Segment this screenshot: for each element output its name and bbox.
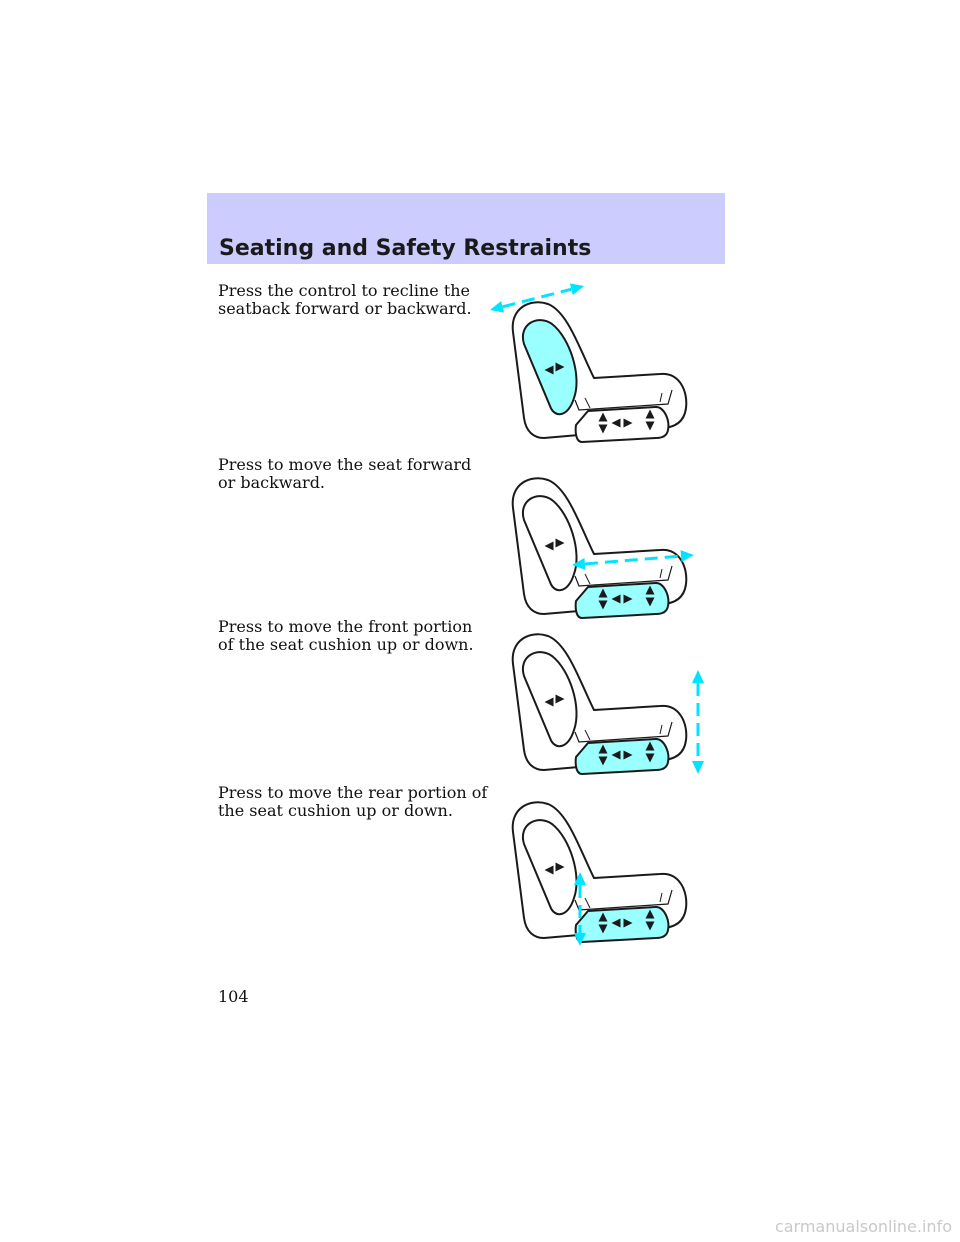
cushion-crease-left bbox=[584, 897, 591, 909]
page-number: 104 bbox=[218, 987, 249, 1006]
cushion-crease-right bbox=[659, 724, 663, 735]
rear-vertical-motion-arrow-head-end bbox=[574, 933, 586, 946]
fore-aft-right-arrow-icon bbox=[623, 918, 633, 928]
rear-down-arrow-icon bbox=[645, 597, 655, 607]
recline-motion-arrow-line bbox=[502, 287, 572, 309]
cushion-crease-right bbox=[659, 892, 663, 903]
fore-aft-left-arrow-icon bbox=[611, 418, 621, 428]
cushion-top-edge bbox=[574, 721, 673, 743]
rear-down-arrow-icon bbox=[645, 921, 655, 931]
front-down-arrow-icon bbox=[598, 756, 608, 766]
fore-aft-left-arrow-icon bbox=[611, 918, 621, 928]
front-up-arrow-icon bbox=[598, 912, 608, 922]
rear-down-arrow-icon bbox=[645, 421, 655, 431]
front-vertical-motion-arrow-head-start bbox=[692, 670, 704, 683]
seat-diagram-fore-aft bbox=[511, 477, 694, 619]
seatback-panel bbox=[521, 819, 578, 916]
recline-left-arrow-icon bbox=[544, 541, 554, 551]
seat-diagram-rear-vertical bbox=[511, 801, 688, 946]
recline-right-arrow-icon bbox=[555, 538, 565, 548]
recline-right-arrow-icon bbox=[555, 694, 565, 704]
seat-diagram-recline bbox=[490, 283, 688, 443]
front-up-arrow-icon bbox=[598, 588, 608, 598]
recline-motion-arrow-head-start bbox=[490, 300, 505, 313]
front-down-arrow-icon bbox=[598, 924, 608, 934]
cushion-top-edge bbox=[574, 389, 673, 411]
front-up-arrow-icon bbox=[598, 744, 608, 754]
recline-left-arrow-icon bbox=[544, 365, 554, 375]
front-down-arrow-icon bbox=[598, 424, 608, 434]
rear-up-arrow-icon bbox=[645, 741, 655, 751]
fore-aft-motion-arrow-head-end bbox=[680, 550, 694, 563]
recline-right-arrow-icon bbox=[555, 862, 565, 872]
instruction-recline: Press the control to recline the seatbac… bbox=[218, 281, 472, 318]
section-header-band: Seating and Safety Restraints bbox=[207, 193, 725, 264]
cushion-control-panel bbox=[574, 582, 670, 619]
cushion-crease-right bbox=[659, 568, 663, 579]
fore-aft-right-arrow-icon bbox=[623, 750, 633, 760]
recline-right-arrow-icon bbox=[555, 362, 565, 372]
cushion-top-edge bbox=[574, 565, 673, 587]
cushion-crease-left bbox=[584, 729, 591, 741]
cushion-control-panel bbox=[574, 406, 670, 443]
recline-left-arrow-icon bbox=[544, 865, 554, 875]
rear-down-arrow-icon bbox=[645, 753, 655, 763]
cushion-control-panel bbox=[574, 906, 670, 943]
instruction-rear-vertical: Press to move the rear portion of the se… bbox=[218, 783, 488, 820]
front-vertical-motion-arrow-head-end bbox=[692, 761, 704, 774]
cushion-top-edge bbox=[574, 889, 673, 911]
rear-up-arrow-icon bbox=[645, 409, 655, 419]
cushion-crease-left bbox=[584, 573, 591, 585]
fore-aft-motion-arrow-head-start bbox=[572, 557, 586, 570]
instruction-fore-aft: Press to move the seat forward or backwa… bbox=[218, 455, 472, 492]
fore-aft-right-arrow-icon bbox=[623, 418, 633, 428]
cushion-control-panel bbox=[574, 738, 670, 775]
cushion-crease-left bbox=[584, 397, 591, 409]
rear-vertical-motion-arrow-head-start bbox=[574, 872, 586, 885]
seatback-panel bbox=[521, 651, 578, 748]
rear-up-arrow-icon bbox=[645, 909, 655, 919]
seatback-panel bbox=[521, 495, 578, 592]
fore-aft-motion-arrow-line bbox=[584, 554, 682, 566]
seatback-panel bbox=[521, 319, 578, 416]
front-down-arrow-icon bbox=[598, 600, 608, 610]
fore-aft-left-arrow-icon bbox=[611, 750, 621, 760]
recline-left-arrow-icon bbox=[544, 697, 554, 707]
fore-aft-left-arrow-icon bbox=[611, 594, 621, 604]
rear-up-arrow-icon bbox=[645, 585, 655, 595]
seat-diagram-front-vertical bbox=[511, 633, 704, 775]
instruction-front-vertical: Press to move the front portion of the s… bbox=[218, 617, 474, 654]
recline-motion-arrow-head-end bbox=[569, 283, 584, 296]
cushion-crease-right bbox=[659, 392, 663, 403]
watermark: carmanualsonline.info bbox=[774, 1217, 952, 1236]
front-up-arrow-icon bbox=[598, 412, 608, 422]
fore-aft-right-arrow-icon bbox=[623, 594, 633, 604]
section-title: Seating and Safety Restraints bbox=[219, 236, 592, 261]
